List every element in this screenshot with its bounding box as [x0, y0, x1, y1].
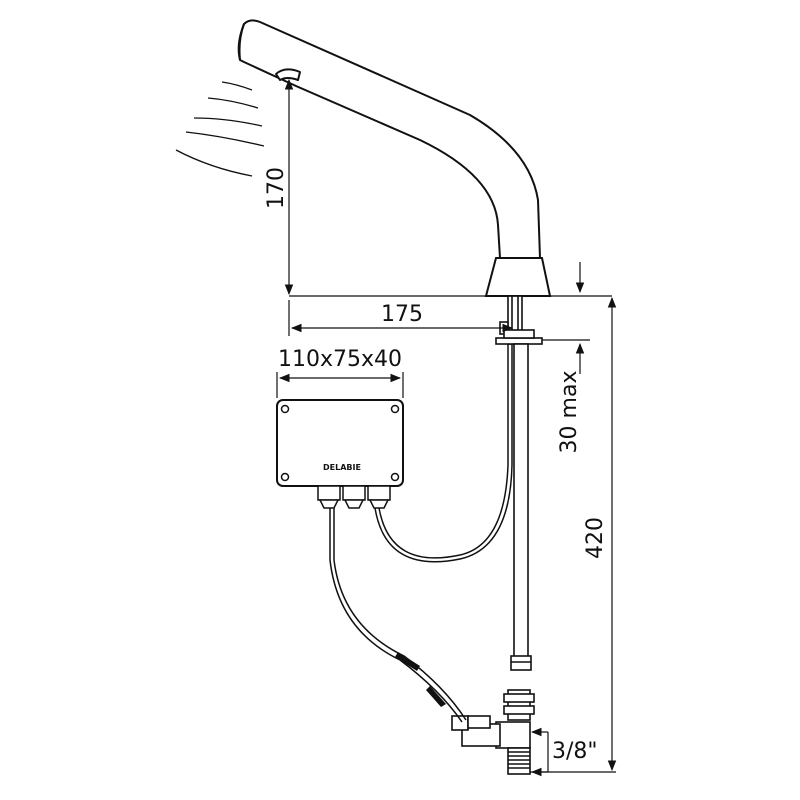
dim-420-label: 420	[583, 517, 608, 559]
dim-170-label: 170	[264, 167, 289, 209]
sensor-waves	[175, 81, 265, 177]
brand-logo: DELABIE	[323, 463, 361, 472]
solenoid-valve	[451, 689, 535, 775]
dim-connection-label: 3/8"	[552, 739, 598, 764]
dim-175-label: 175	[381, 302, 423, 327]
supply-hose	[510, 343, 532, 671]
tap-spout	[237, 19, 541, 259]
cable-glands	[317, 485, 391, 509]
fixing-shank	[495, 295, 543, 345]
tap-base	[484, 257, 552, 297]
cable-marker	[395, 652, 446, 707]
dim-box-label: 110x75x40	[278, 347, 402, 372]
electronic-box	[276, 399, 404, 487]
dimension-lines	[276, 78, 617, 777]
dim-30max-label: 30 max	[557, 371, 582, 454]
